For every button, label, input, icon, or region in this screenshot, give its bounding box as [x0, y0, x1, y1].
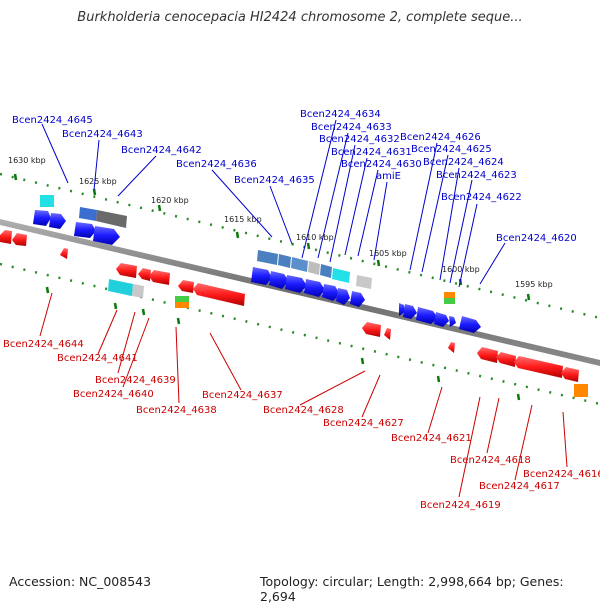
feature-box — [356, 275, 372, 289]
forward-leader-lines — [41, 119, 506, 288]
gene-label-4617: Bcen2424_4617 — [479, 481, 560, 492]
feature-box — [79, 207, 97, 221]
kbp-label: 1610 kbp — [296, 233, 334, 242]
gene-arrow — [12, 233, 27, 246]
gene-label-4628: Bcen2424_4628 — [263, 405, 344, 416]
feature-box — [257, 250, 278, 265]
kbp-label: 1595 kbp — [515, 280, 553, 289]
gene-arrow — [403, 304, 417, 319]
gene-label-4631: Bcen2424_4631 — [331, 147, 412, 158]
gene-label-4618: Bcen2424_4618 — [450, 455, 531, 466]
gene-arrow — [449, 316, 456, 327]
upper-feature-boxes — [40, 195, 455, 304]
gene-arrow — [336, 288, 350, 305]
gene-label-4625: Bcen2424_4625 — [411, 144, 492, 155]
gene-label-4616: Bcen2424_4616 — [523, 469, 600, 480]
feature-box — [278, 254, 291, 268]
gene-label-4626: Bcen2424_4626 — [400, 132, 481, 143]
reverse-genes — [0, 230, 579, 382]
gene-arrow — [60, 248, 68, 259]
gene-arrow — [33, 210, 51, 226]
gene-label-4623: Bcen2424_4623 — [436, 170, 517, 181]
gene-arrow — [193, 283, 245, 306]
feature-box — [108, 279, 133, 296]
feature-box — [175, 296, 189, 302]
gene-label-amie: amiE — [376, 171, 401, 182]
feature-box — [574, 384, 588, 397]
lower-feature-boxes — [108, 279, 588, 397]
gene-label-4637: Bcen2424_4637 — [202, 390, 283, 401]
gene-label-4632: Bcen2424_4632 — [319, 134, 400, 145]
gene-label-4622: Bcen2424_4622 — [441, 192, 522, 203]
gene-label-4638: Bcen2424_4638 — [136, 405, 217, 416]
kbp-label: 1625 kbp — [79, 177, 117, 186]
gene-label-4630: Bcen2424_4630 — [341, 159, 422, 170]
gene-arrow — [269, 271, 289, 289]
kbp-label: 1620 kbp — [151, 196, 189, 205]
gene-label-4641: Bcen2424_4641 — [57, 353, 138, 364]
gene-arrow — [514, 356, 563, 378]
gene-label-4643: Bcen2424_4643 — [62, 129, 143, 140]
gene-label-4639: Bcen2424_4639 — [95, 375, 176, 386]
gene-arrow — [116, 263, 137, 278]
gene-arrow — [448, 342, 455, 353]
gene-label-4634: Bcen2424_4634 — [300, 109, 381, 120]
gene-arrow — [434, 312, 449, 327]
gene-arrow — [561, 367, 579, 382]
feature-box — [175, 302, 189, 308]
gene-label-4644: Bcen2424_4644 — [3, 339, 84, 350]
forward-genes — [33, 210, 481, 333]
gene-label-4624: Bcen2424_4624 — [423, 157, 504, 168]
feature-box — [96, 210, 127, 228]
gene-arrow — [149, 270, 170, 285]
kbp-label: 1600 kbp — [442, 265, 480, 274]
gene-arrow — [74, 222, 96, 238]
gene-arrow — [496, 352, 516, 367]
gene-arrow — [0, 230, 12, 244]
gene-arrow — [477, 347, 498, 363]
gene-label-4620: Bcen2424_4620 — [496, 233, 577, 244]
gene-label-4635: Bcen2424_4635 — [234, 175, 315, 186]
gene-arrow — [384, 328, 391, 340]
feature-box — [132, 284, 144, 298]
gene-arrow — [285, 275, 307, 293]
kbp-label: 1605 kbp — [369, 249, 407, 258]
gene-arrow — [459, 316, 481, 333]
gene-label-4642: Bcen2424_4642 — [121, 145, 202, 156]
gene-label-4619: Bcen2424_4619 — [420, 500, 501, 511]
gene-arrow — [178, 280, 194, 293]
map-title: Burkholderia cenocepacia HI2424 chromoso… — [77, 10, 523, 25]
gene-label-4627: Bcen2424_4627 — [323, 418, 404, 429]
feature-box — [332, 268, 350, 283]
gene-arrow — [251, 267, 272, 285]
kbp-label: 1615 kbp — [224, 215, 262, 224]
feature-box — [444, 298, 455, 304]
gene-arrow — [322, 284, 340, 301]
feature-box — [444, 292, 455, 298]
gene-arrow — [93, 226, 120, 245]
gene-arrow — [399, 303, 405, 316]
gene-label-4640: Bcen2424_4640 — [73, 389, 154, 400]
gene-arrow — [362, 322, 381, 337]
kbp-label: 1630 kbp — [8, 156, 46, 165]
gene-label-4645: Bcen2424_4645 — [12, 115, 93, 126]
gene-label-4633: Bcen2424_4633 — [311, 122, 392, 133]
accession-text: Accession: NC_008543 — [9, 574, 152, 589]
feature-box — [320, 264, 332, 278]
gene-label-4636: Bcen2424_4636 — [176, 159, 257, 170]
gene-arrow — [304, 279, 325, 297]
reverse-leader-lines — [39, 292, 568, 498]
gene-arrow — [49, 213, 66, 229]
feature-box — [308, 261, 320, 275]
gene-arrow — [350, 291, 365, 307]
feature-box — [291, 257, 308, 272]
gene-arrow — [416, 307, 438, 324]
major-ticks — [13, 173, 531, 401]
feature-box — [40, 195, 54, 207]
gene-arrow — [138, 268, 151, 281]
gene-label-4621: Bcen2424_4621 — [391, 433, 472, 444]
